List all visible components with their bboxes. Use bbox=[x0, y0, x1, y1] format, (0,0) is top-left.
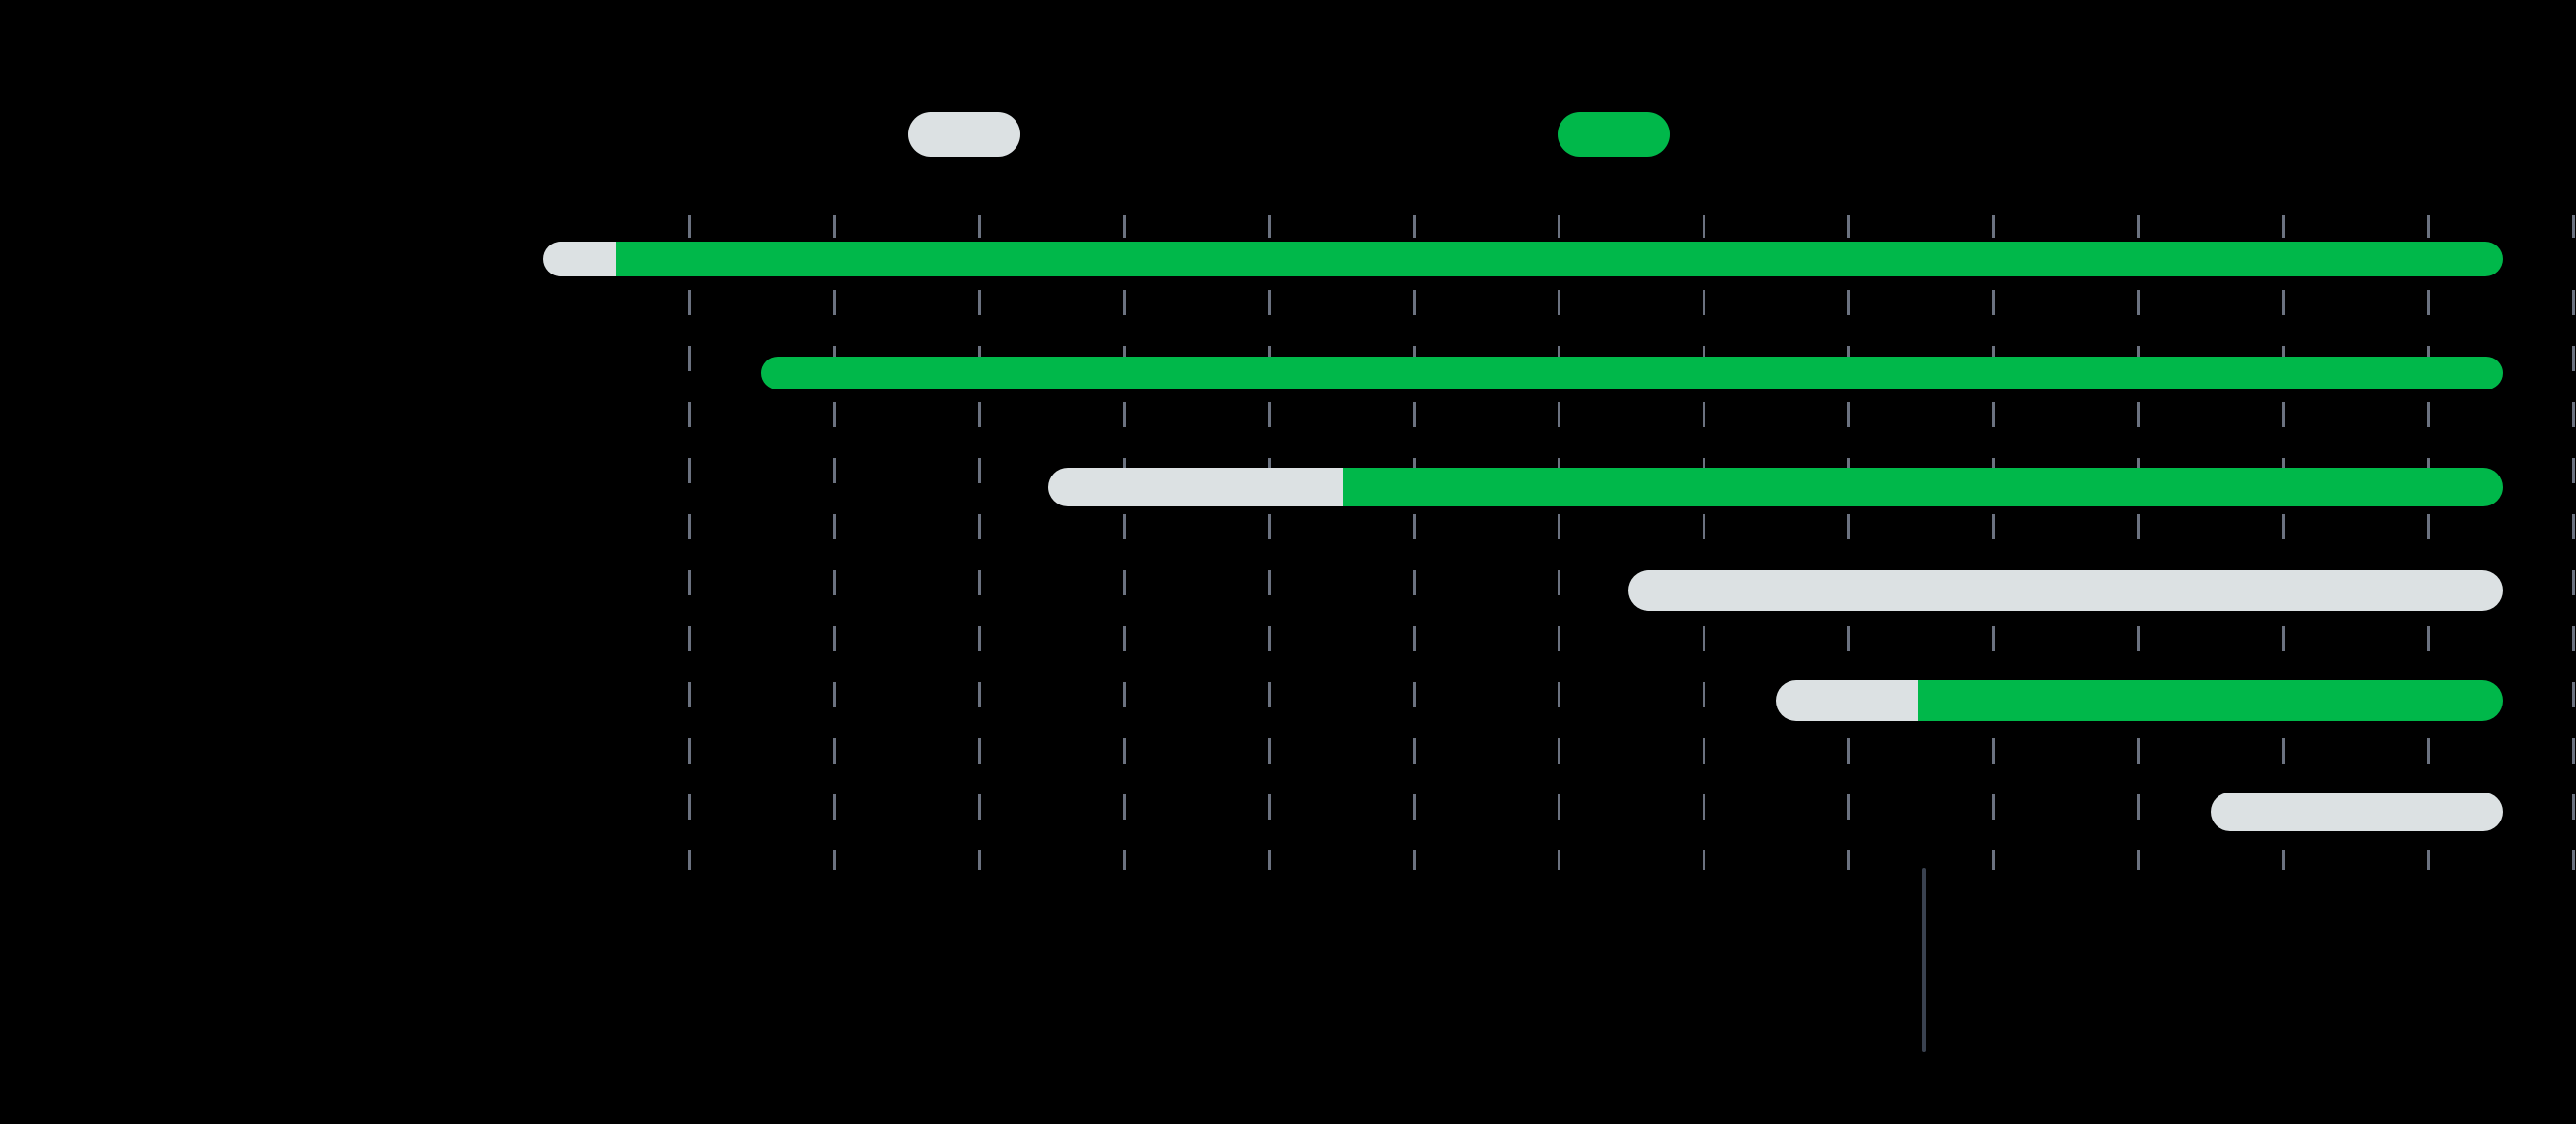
axis-tick-8 bbox=[1847, 215, 1850, 238]
gridline-6 bbox=[1558, 290, 1560, 870]
gantt-bar-row[interactable] bbox=[0, 680, 2576, 721]
gantt-bar-segment-completed[interactable] bbox=[761, 357, 2503, 389]
axis-tick-6 bbox=[1558, 215, 1560, 238]
axis-tick-5 bbox=[1413, 215, 1416, 238]
axis-tick-10 bbox=[2137, 215, 2140, 238]
axis-tick-11 bbox=[2282, 215, 2285, 238]
gridline-4 bbox=[1268, 290, 1271, 870]
gantt-bar-segment-planned[interactable] bbox=[1776, 680, 1918, 721]
gantt-bar-segment-completed[interactable] bbox=[1343, 468, 2503, 506]
gridline-13 bbox=[2572, 290, 2575, 870]
gantt-bar-segment-completed[interactable] bbox=[616, 242, 2503, 276]
gridline-2 bbox=[978, 290, 981, 870]
gantt-bar-row[interactable] bbox=[0, 570, 2576, 611]
gantt-bar-row[interactable] bbox=[0, 468, 2576, 506]
gridline-1 bbox=[833, 290, 836, 870]
axis-tick-7 bbox=[1703, 215, 1705, 238]
gantt-bar-segment-planned[interactable] bbox=[1048, 468, 1343, 506]
legend-label-0: Planned bbox=[1034, 123, 1109, 146]
axis-tick-4 bbox=[1268, 215, 1271, 238]
gantt-bar-segment-planned[interactable] bbox=[543, 242, 616, 276]
axis-tick-1 bbox=[833, 215, 836, 238]
gridline-5 bbox=[1413, 290, 1416, 870]
gantt-bar-row[interactable] bbox=[0, 242, 2576, 276]
legend-swatch-completed bbox=[1558, 112, 1670, 157]
axis-tick-0 bbox=[688, 215, 691, 238]
legend-item-0[interactable]: Planned bbox=[908, 112, 1108, 157]
axis-tick-12 bbox=[2427, 215, 2430, 238]
gantt-bar-segment-planned[interactable] bbox=[1628, 570, 2503, 611]
scroll-indicator[interactable] bbox=[1922, 868, 1926, 1052]
gantt-bar-segment-completed[interactable] bbox=[1918, 680, 2503, 721]
gridline-3 bbox=[1123, 290, 1126, 870]
axis-tick-9 bbox=[1992, 215, 1995, 238]
legend-label-1: Completed bbox=[1683, 123, 1782, 146]
gridline-0 bbox=[688, 290, 691, 870]
legend-item-1[interactable]: Completed bbox=[1558, 112, 1782, 157]
axis-tick-2 bbox=[978, 215, 981, 238]
gantt-bar-row[interactable] bbox=[0, 793, 2576, 831]
gantt-bar-row[interactable] bbox=[0, 357, 2576, 389]
axis-tick-13 bbox=[2572, 215, 2575, 238]
axis-tick-3 bbox=[1123, 215, 1126, 238]
gantt-bar-segment-planned[interactable] bbox=[2211, 793, 2503, 831]
legend-swatch-planned bbox=[908, 112, 1020, 157]
